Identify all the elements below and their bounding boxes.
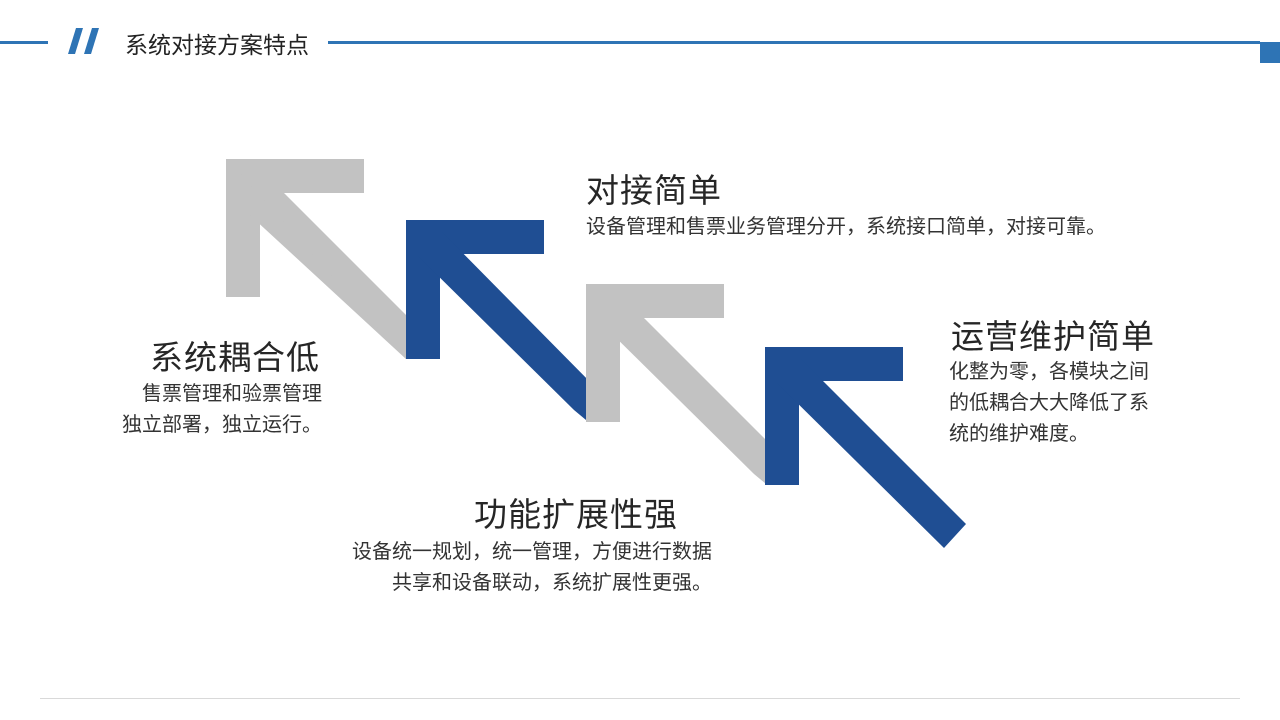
feature-desc-line: 设备统一规划，统一管理，方便进行数据 (352, 539, 712, 563)
feature-desc-line: 化整为零，各模块之间 (949, 359, 1149, 383)
feature-title-extensibility: 功能扩展性强 (474, 495, 678, 534)
page-title: 系统对接方案特点 (125, 33, 309, 59)
arrow-gray-1 (226, 159, 418, 359)
header-rule-right (328, 41, 1260, 44)
feature-desc-line: 设备管理和售票业务管理分开，系统接口简单，对接可靠。 (586, 214, 1106, 238)
feature-desc-line: 售票管理和验票管理 (142, 381, 322, 405)
arrow-blue-2 (765, 347, 966, 548)
feature-title-simple-integration: 对接简单 (586, 171, 722, 210)
footer-rule (40, 698, 1240, 699)
arrow-blue-1 (406, 220, 598, 420)
double-slash-icon (68, 28, 99, 54)
feature-title-easy-maintenance: 运营维护简单 (951, 317, 1155, 356)
feature-desc-low-coupling: 售票管理和验票管理 独立部署，独立运行。 (100, 378, 322, 440)
feature-desc-line: 的低耦合大大降低了系 (949, 390, 1149, 414)
feature-desc-easy-maintenance: 化整为零，各模块之间 的低耦合大大降低了系 统的维护难度。 (949, 356, 1149, 449)
feature-desc-extensibility: 设备统一规划，统一管理，方便进行数据 共享和设备联动，系统扩展性更强。 (300, 536, 712, 598)
arrow-gray-2 (586, 284, 778, 484)
feature-title-low-coupling: 系统耦合低 (150, 338, 320, 377)
header-corner-block (1260, 42, 1280, 63)
feature-desc-simple-integration: 设备管理和售票业务管理分开，系统接口简单，对接可靠。 (586, 211, 1106, 242)
feature-desc-line: 共享和设备联动，系统扩展性更强。 (392, 570, 712, 594)
feature-desc-line: 统的维护难度。 (949, 421, 1089, 445)
header-rule-left (0, 41, 48, 44)
feature-desc-line: 独立部署，独立运行。 (122, 412, 322, 436)
